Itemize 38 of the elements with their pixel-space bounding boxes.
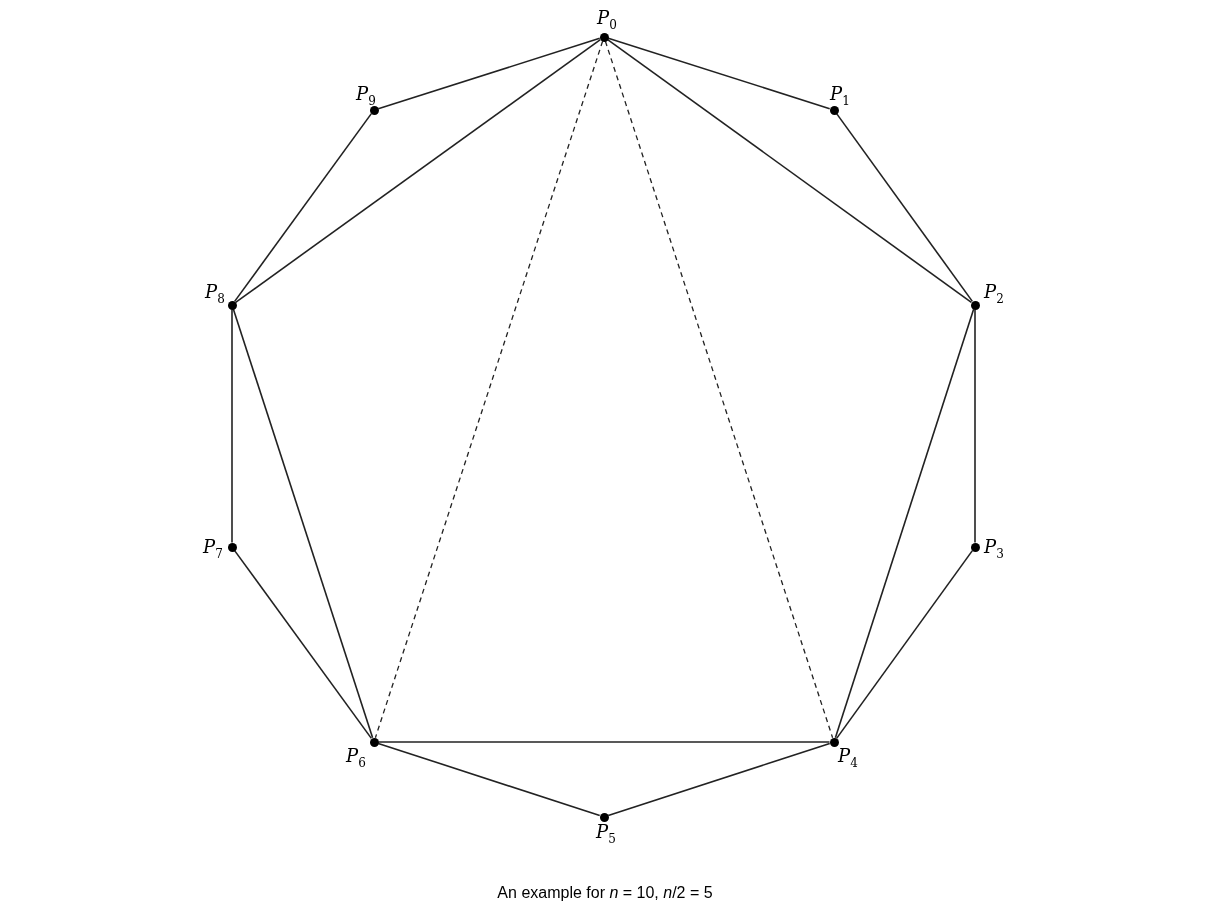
line-segment [377,37,601,110]
point-label: P$_{9}$ [356,84,376,110]
point-dot [599,812,609,822]
point-dot [369,105,379,115]
point-label: P$_{4}$ [838,746,858,772]
line-segment [232,308,374,739]
point-dot [829,737,839,747]
point-label: P$_{7}$ [203,537,223,563]
point-dot [970,300,980,310]
line-segment [974,308,976,544]
line-segment [233,549,373,740]
point-label: P$_{0}$ [597,8,617,34]
point-dot [227,542,237,552]
line-segment [377,741,831,743]
point-label: P$_{8}$ [205,282,225,308]
line-segment [231,308,233,544]
point-dot [829,105,839,115]
dashed-line [604,40,834,739]
point-label: P$_{5}$ [596,822,616,848]
line-segment [377,742,601,817]
point-dot [599,32,609,42]
point-label: P$_{2}$ [984,282,1004,308]
line-segment [607,37,831,110]
line-segment [835,112,974,303]
point-label: P$_{3}$ [984,537,1004,563]
caption: An example for n = 10, n/2 = 5 [497,884,713,901]
line-segment [606,38,973,304]
line-segment [233,112,373,303]
point-label: P$_{6}$ [346,746,366,772]
point-dot [970,542,980,552]
point-label: P$_{1}$ [830,84,850,110]
line-segment [835,549,974,740]
line-segment [234,38,602,304]
point-dot [369,737,379,747]
line-segment [834,308,975,739]
line-segment [607,742,831,817]
dashed-line [374,40,604,739]
point-dot [227,300,237,310]
